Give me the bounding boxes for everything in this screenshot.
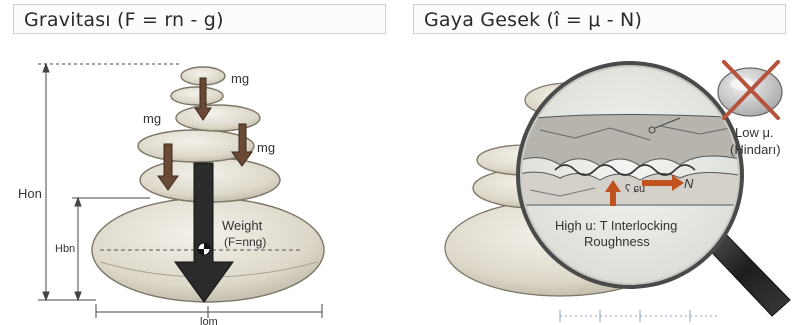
mg-label-left: mg xyxy=(143,111,161,126)
mg-label-top: mg xyxy=(231,71,249,86)
low-mu-sub: (Hindarı) xyxy=(730,142,781,157)
force-text: ʕ ɕu xyxy=(625,183,645,195)
high-mu-label: High u: T Interlocking xyxy=(555,218,677,233)
bottom-ruler xyxy=(560,310,720,322)
high-mu-sub: Roughness xyxy=(584,234,650,249)
height-total-label: Hon xyxy=(18,186,42,201)
left-diagram: Hon Hbn lom mg mg mg Weight xyxy=(18,64,324,325)
height-base-label: Hbn xyxy=(55,243,75,255)
stone-1b xyxy=(171,87,223,105)
mg-label-right: mg xyxy=(257,140,275,155)
low-mu-label: Low μ. xyxy=(735,125,774,140)
stone-2 xyxy=(176,105,260,131)
weight-formula: (F=nng) xyxy=(224,235,266,249)
width-label: lom xyxy=(200,316,218,325)
right-diagram: ʕ ɕu N High u: T Interlocking Roughness … xyxy=(445,61,790,322)
center-of-mass-icon xyxy=(198,243,210,255)
weight-label: Weight xyxy=(222,218,263,233)
normal-label: N xyxy=(684,176,694,191)
